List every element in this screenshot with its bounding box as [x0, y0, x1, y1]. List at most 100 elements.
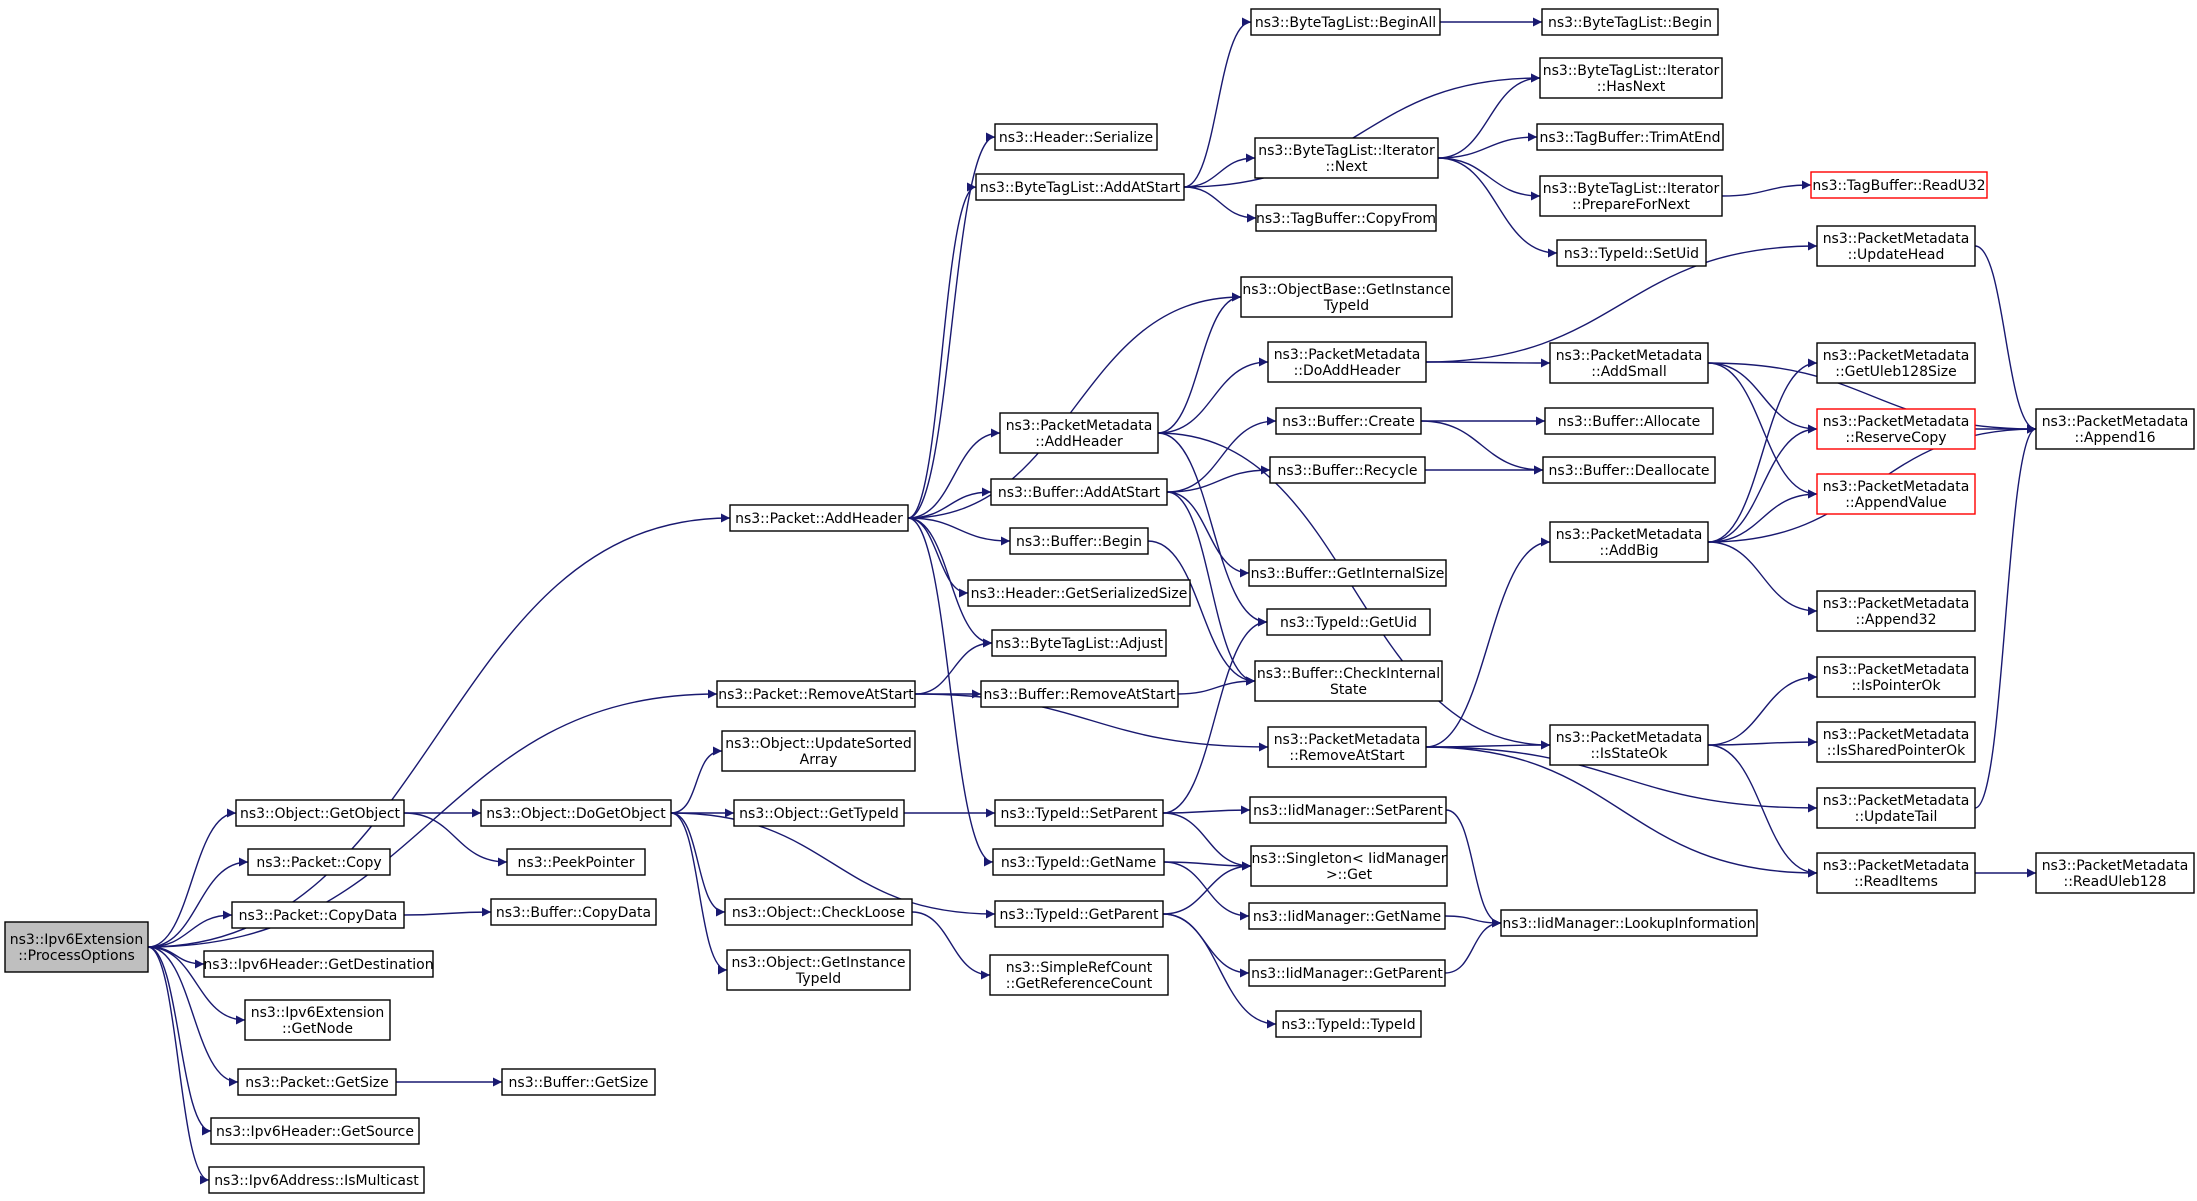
node-typeid-setparent[interactable]: ns3::TypeId::SetParent: [994, 799, 1164, 827]
node-simplerefcount-getreferencecount[interactable]: ns3::SimpleRefCount::GetReferenceCount: [989, 954, 1169, 996]
node-ipv6address-ismulticast[interactable]: ns3::Ipv6Address::IsMulticast: [208, 1166, 425, 1194]
node-label: ns3::Packet::CopyData: [239, 908, 398, 924]
node-object-dogetobject[interactable]: ns3::Object::DoGetObject: [480, 799, 672, 827]
node-packetmetadata-isstateok[interactable]: ns3::PacketMetadata::IsStateOk: [1549, 724, 1709, 766]
node-typeid-typeid[interactable]: ns3::TypeId::TypeId: [1275, 1010, 1422, 1038]
node-typeid-getparent[interactable]: ns3::TypeId::GetParent: [994, 900, 1164, 928]
node-bytetaglist-iterator-next[interactable]: ns3::ByteTagList::Iterator::Next: [1254, 137, 1439, 179]
node-buffer-create[interactable]: ns3::Buffer::Create: [1275, 407, 1422, 435]
node-typeid-getuid[interactable]: ns3::TypeId::GetUid: [1266, 608, 1431, 636]
node-packetmetadata-ispointerok[interactable]: ns3::PacketMetadata::IsPointerOk: [1816, 656, 1976, 698]
node-typeid-setuid[interactable]: ns3::TypeId::SetUid: [1556, 239, 1707, 267]
node-tagbuffer-copyfrom[interactable]: ns3::TagBuffer::CopyFrom: [1255, 204, 1437, 232]
node-bytetaglist-adjust[interactable]: ns3::ByteTagList::Adjust: [991, 629, 1167, 657]
node-ipv6header-getsource[interactable]: ns3::Ipv6Header::GetSource: [210, 1117, 420, 1145]
node-packetmetadata-append16[interactable]: ns3::PacketMetadata::Append16: [2035, 408, 2195, 450]
node-iidmanager-getname[interactable]: ns3::IidManager::GetName: [1248, 902, 1446, 930]
node-packetmetadata-updatetail[interactable]: ns3::PacketMetadata::UpdateTail: [1816, 787, 1976, 829]
node-header-serialize[interactable]: ns3::Header::Serialize: [994, 123, 1158, 151]
node-buffer-allocate[interactable]: ns3::Buffer::Allocate: [1544, 407, 1714, 435]
node-label: ::AddBig: [1600, 543, 1659, 559]
node-label: ::PrepareForNext: [1572, 197, 1690, 213]
node-iidmanager-lookupinformation[interactable]: ns3::IidManager::LookupInformation: [1500, 909, 1758, 937]
edge-buf-addatstart-to-buf-getinternalsize: [1166, 491, 1250, 578]
node-object-gettypeid[interactable]: ns3::Object::GetTypeId: [733, 799, 905, 827]
node-label: ns3::Buffer::CopyData: [496, 905, 651, 921]
node-typeid-getname[interactable]: ns3::TypeId::GetName: [992, 848, 1165, 876]
edge-buf-addatstart-to-buf-create: [1166, 416, 1277, 493]
node-iidmanager-setparent[interactable]: ns3::IidManager::SetParent: [1249, 796, 1447, 824]
node-buffer-copydata[interactable]: ns3::Buffer::CopyData: [490, 898, 657, 926]
node-packetmetadata-updatehead[interactable]: ns3::PacketMetadata::UpdateHead: [1816, 225, 1976, 267]
node-packetmetadata-readuleb128[interactable]: ns3::PacketMetadata::ReadUleb128: [2035, 852, 2195, 894]
node-buffer-recycle[interactable]: ns3::Buffer::Recycle: [1269, 456, 1426, 484]
node-singleton-iidmanager-get[interactable]: ns3::Singleton< IidManager>::Get: [1250, 845, 1448, 887]
edge-typeid-getparent-to-singleton-get: [1162, 861, 1252, 915]
node-ipv6extension-getnode[interactable]: ns3::Ipv6Extension::GetNode: [244, 999, 391, 1041]
node-packet-removeatstart[interactable]: ns3::Packet::RemoveAtStart: [716, 680, 916, 708]
node-packetmetadata-issharedpointerok[interactable]: ns3::PacketMetadata::IsSharedPointerOk: [1816, 721, 1976, 763]
node-buffer-begin[interactable]: ns3::Buffer::Begin: [1009, 527, 1149, 555]
node-tagbuffer-trimatend[interactable]: ns3::TagBuffer::TrimAtEnd: [1536, 123, 1724, 151]
node-box: [1249, 796, 1447, 824]
node-buffer-removeatstart[interactable]: ns3::Buffer::RemoveAtStart: [980, 680, 1179, 708]
edge-btl-addatstart-to-btl-iter-hasnext: [1183, 73, 1541, 188]
node-label: ns3::Buffer::Begin: [1016, 534, 1142, 550]
node-packet-getsize[interactable]: ns3::Packet::GetSize: [237, 1068, 397, 1096]
node-bytetaglist-iterator-hasnext[interactable]: ns3::ByteTagList::Iterator::HasNext: [1539, 57, 1723, 99]
node-bytetaglist-begin[interactable]: ns3::ByteTagList::Begin: [1541, 8, 1719, 36]
node-label: ns3::Ipv6Extension: [251, 1005, 384, 1021]
node-peekpointer[interactable]: ns3::PeekPointer: [506, 848, 646, 876]
node-packet-copy[interactable]: ns3::Packet::Copy: [247, 848, 391, 876]
node-packetmetadata-append32[interactable]: ns3::PacketMetadata::Append32: [1816, 590, 1976, 632]
node-header-getserializedsize[interactable]: ns3::Header::GetSerializedSize: [967, 579, 1191, 607]
node-buffer-addatstart[interactable]: ns3::Buffer::AddAtStart: [990, 478, 1168, 506]
node-buffer-deallocate[interactable]: ns3::Buffer::Deallocate: [1542, 456, 1716, 484]
node-buffer-getsize[interactable]: ns3::Buffer::GetSize: [501, 1068, 656, 1096]
node-packetmetadata-removeatstart[interactable]: ns3::PacketMetadata::RemoveAtStart: [1267, 726, 1427, 768]
node-iidmanager-getparent[interactable]: ns3::IidManager::GetParent: [1248, 959, 1446, 987]
node-packet-addheader[interactable]: ns3::Packet::AddHeader: [729, 504, 909, 532]
node-bytetaglist-addatstart[interactable]: ns3::ByteTagList::AddAtStart: [975, 173, 1185, 201]
node-packetmetadata-addsmall[interactable]: ns3::PacketMetadata::AddSmall: [1549, 342, 1709, 384]
node-buffer-getinternalsize[interactable]: ns3::Buffer::GetInternalSize: [1248, 559, 1447, 587]
edge-buf-begin-to-buf-checkinternalstate: [1147, 540, 1256, 686]
node-label: ::IsSharedPointerOk: [1827, 743, 1966, 759]
node-packetmetadata-readitems[interactable]: ns3::PacketMetadata::ReadItems: [1816, 852, 1976, 894]
node-label: ::GetReferenceCount: [1006, 976, 1153, 992]
node-label: ::GetNode: [282, 1021, 353, 1037]
node-packetmetadata-reservecopy[interactable]: ns3::PacketMetadata::ReserveCopy: [1816, 408, 1976, 450]
node-tagbuffer-readu32[interactable]: ns3::TagBuffer::ReadU32: [1810, 171, 1988, 199]
node-label: ::AddSmall: [1591, 364, 1666, 380]
node-bytetaglist-beginall[interactable]: ns3::ByteTagList::BeginAll: [1250, 8, 1441, 36]
node-packetmetadata-appendvalue[interactable]: ns3::PacketMetadata::AppendValue: [1816, 473, 1976, 515]
node-object-getobject[interactable]: ns3::Object::GetObject: [235, 799, 405, 827]
node-object-checkloose[interactable]: ns3::Object::CheckLoose: [724, 898, 913, 926]
node-packetmetadata-doaddheader[interactable]: ns3::PacketMetadata::DoAddHeader: [1267, 341, 1427, 383]
node-packetmetadata-getuleb128size[interactable]: ns3::PacketMetadata::GetUleb128Size: [1816, 342, 1976, 384]
edge-pm-isstateok-to-pm-issharedpointerok: [1707, 737, 1818, 747]
node-box: [1816, 590, 1976, 632]
node-box: [244, 999, 391, 1041]
edge-obj-dogetobject-to-obj-getinstancetypeid: [670, 812, 728, 975]
node-box: [1267, 341, 1427, 383]
edge-pm-addbig-to-pm-getuleb128size: [1707, 358, 1818, 543]
edge-obj-dogetobject-to-obj-updatesortedarray: [670, 746, 723, 814]
edge-iid-getparent-to-iid-lookupinfo: [1444, 918, 1502, 974]
node-packetmetadata-addheader[interactable]: ns3::PacketMetadata::AddHeader: [999, 412, 1159, 454]
node-packetmetadata-addbig[interactable]: ns3::PacketMetadata::AddBig: [1549, 521, 1709, 563]
node-box: [210, 1117, 420, 1145]
node-bytetaglist-iterator-preparefornext[interactable]: ns3::ByteTagList::Iterator::PrepareForNe…: [1539, 175, 1723, 217]
node-ipv6header-getdestination[interactable]: ns3::Ipv6Header::GetDestination: [203, 950, 434, 978]
edge-root-to-ipv6ext-getnode: [147, 946, 246, 1025]
node-label: ns3::Packet::AddHeader: [735, 511, 903, 527]
node-packet-copydata[interactable]: ns3::Packet::CopyData: [231, 901, 405, 929]
node-ipv6extension-processoptions[interactable]: ns3::Ipv6Extension::ProcessOptions: [4, 921, 149, 973]
node-box: [1816, 473, 1976, 515]
edge-root-to-ipv6h-getdest: [147, 946, 205, 969]
edge-buf-addatstart-to-buf-recycle: [1166, 465, 1271, 493]
